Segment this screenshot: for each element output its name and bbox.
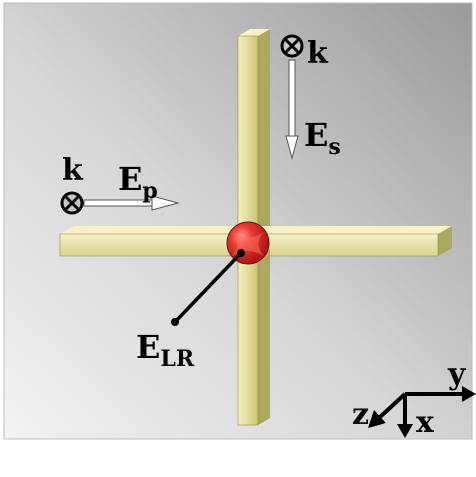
- gap-hotspot-sphere: [226, 221, 270, 265]
- vertical-rod-upper: [237, 29, 270, 236]
- axis-z-label: z: [352, 397, 369, 432]
- e-s-label: Es: [304, 116, 341, 160]
- axis-y-label: y: [447, 357, 467, 392]
- e-p-label: Ep: [118, 160, 158, 204]
- e-p-arrow: [83, 195, 180, 211]
- k-left-label: k: [62, 153, 84, 188]
- e-lr-pointer: [171, 249, 245, 326]
- vertical-rod-lower: [237, 249, 270, 426]
- coordinate-axes: [368, 386, 476, 438]
- k-top-label: k: [307, 36, 329, 71]
- e-s-arrow: [285, 59, 299, 160]
- circle-cross-icon: [60, 191, 84, 215]
- circle-cross-icon: [280, 34, 304, 58]
- axis-x-label: x: [416, 405, 435, 440]
- e-lr-label: ELR: [136, 328, 195, 372]
